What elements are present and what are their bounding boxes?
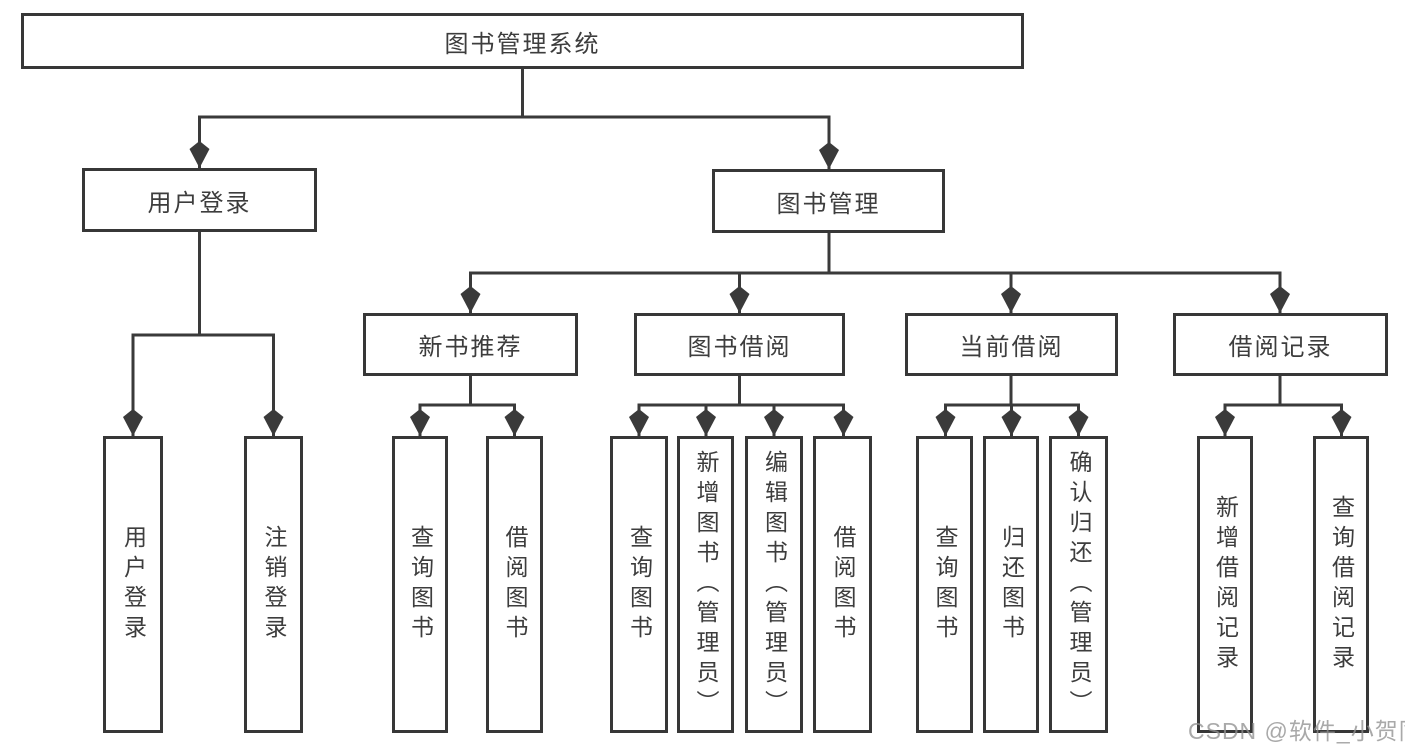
node-label: 当前借阅	[959, 334, 1064, 361]
node-label: 查询图书	[407, 524, 434, 645]
node-label: 查询图书	[932, 524, 958, 645]
node-label: 新增借阅记录	[1212, 494, 1239, 675]
leaf-borrow-books-recommend: 借阅图书	[486, 436, 543, 733]
node-label: 归还图书	[998, 524, 1025, 645]
node-book-management: 图书管理	[712, 169, 945, 233]
node-label: 编辑图书（管理员）	[761, 449, 788, 720]
leaf-query-books-borrow: 查询图书	[610, 436, 668, 733]
node-label: 新增图书（管理员）	[693, 449, 719, 720]
node-label: 确认归还（管理员）	[1066, 449, 1092, 720]
leaf-logout: 注销登录	[244, 436, 303, 733]
node-label: 图书管理	[776, 190, 881, 218]
node-label: 注销登录	[261, 524, 287, 645]
node-label: 查询借阅记录	[1328, 494, 1355, 675]
leaf-query-borrow-record: 查询借阅记录	[1313, 436, 1369, 733]
node-label: 新书推荐	[418, 334, 523, 361]
node-borrow-records: 借阅记录	[1173, 313, 1388, 376]
csdn-watermark: CSDN @软件_小贺同学	[1188, 718, 1405, 744]
leaf-query-books-current: 查询图书	[916, 436, 973, 733]
node-label: 借阅图书	[830, 524, 856, 645]
leaf-borrow-books: 借阅图书	[813, 436, 872, 733]
leaf-add-borrow-record: 新增借阅记录	[1197, 436, 1253, 733]
node-label: 用户登录	[120, 524, 147, 645]
node-label: 查询图书	[626, 524, 653, 645]
node-book-borrow: 图书借阅	[634, 313, 845, 376]
leaf-edit-book-admin: 编辑图书（管理员）	[745, 436, 803, 733]
node-label: 借阅图书	[502, 524, 528, 645]
leaf-confirm-return-admin: 确认归还（管理员）	[1049, 436, 1108, 733]
leaf-return-book: 归还图书	[983, 436, 1039, 733]
node-label: 借阅记录	[1228, 334, 1333, 361]
node-current-borrow: 当前借阅	[905, 313, 1118, 376]
node-root-library-system: 图书管理系统	[21, 13, 1024, 69]
leaf-user-login: 用户登录	[103, 436, 163, 733]
node-label: 图书管理系统	[444, 30, 601, 58]
node-label: 用户登录	[147, 189, 252, 217]
node-new-book-recommend: 新书推荐	[363, 313, 578, 376]
node-user-login: 用户登录	[82, 168, 317, 232]
leaf-add-book-admin: 新增图书（管理员）	[677, 436, 734, 733]
leaf-query-books-recommend: 查询图书	[392, 436, 448, 733]
node-label: 图书借阅	[687, 334, 792, 361]
